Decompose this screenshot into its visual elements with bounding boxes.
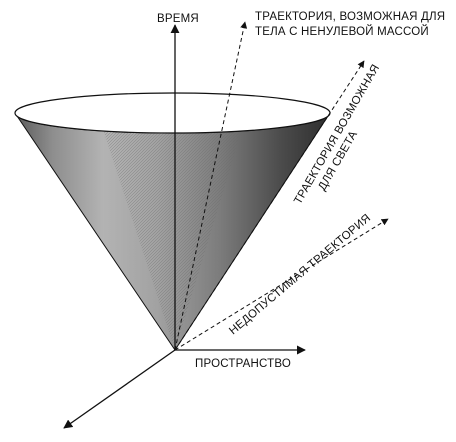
time-axis-label: ВРЕМЯ [157, 13, 199, 25]
light-cone [14, 92, 331, 351]
massive-trajectory-label-line1: ТРАЕКТОРИЯ, ВОЗМОЖНАЯ ДЛЯ [255, 11, 445, 23]
space-axis-depth [63, 349, 176, 429]
light-trajectory-line [174, 60, 365, 351]
space-axis-label: ПРОСТРАНСТВО [195, 358, 291, 370]
cone-rim [14, 92, 331, 134]
massive-trajectory-label-line2: ТЕЛА С НЕНУЛЕВОЙ МАССОЙ [255, 25, 429, 38]
cone-hatching [100, 120, 245, 350]
